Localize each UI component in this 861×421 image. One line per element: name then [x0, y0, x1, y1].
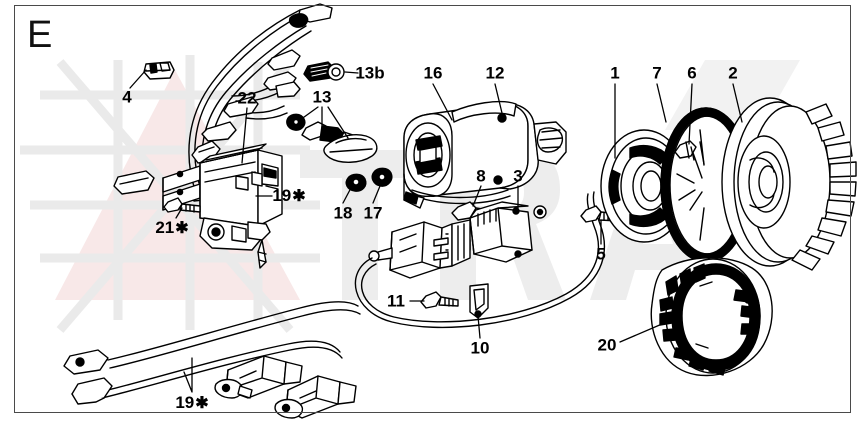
callout-label-6[interactable]: 6 [687, 63, 697, 83]
callout-label-16[interactable]: 16 [423, 63, 443, 83]
callout-label-18[interactable]: 18 [333, 203, 353, 223]
leader-18 [342, 185, 353, 204]
part-cable-clip [143, 61, 175, 80]
part-nut-17 [371, 167, 393, 187]
callout-label-10[interactable]: 10 [470, 338, 490, 358]
callout-label-1[interactable]: 1 [610, 63, 620, 83]
callout-label-3[interactable]: 3 [513, 166, 523, 186]
leader-12 [494, 83, 503, 114]
callout-label-19[interactable]: 19✱ [272, 186, 306, 205]
part-fan-cowling [650, 257, 773, 377]
section-letter: E [27, 14, 53, 56]
leader-20 [619, 323, 663, 343]
callout-label-13[interactable]: 13 [312, 87, 332, 107]
part-loose-terminal [113, 170, 155, 195]
leader-13b [344, 71, 359, 74]
callout-label-8[interactable]: 8 [476, 166, 486, 186]
callout-label-5[interactable]: 5 [596, 244, 606, 264]
part-battery-cable-set [63, 301, 361, 419]
part-terminals-13 [286, 113, 378, 163]
callout-label-22[interactable]: 22 [237, 88, 257, 108]
leader-17 [372, 185, 381, 204]
callout-label-19-lower[interactable]: 19✱ [175, 393, 209, 412]
callout-label-4[interactable]: 4 [122, 87, 132, 107]
part-flywheel-bolt-6 [674, 140, 705, 165]
part-mounting-screw-21 [163, 197, 201, 213]
leader-7 [656, 83, 667, 123]
leader-13 [299, 106, 349, 139]
callout-label-21[interactable]: 21✱ [155, 218, 189, 237]
leader-6 [688, 83, 693, 145]
leader-2 [732, 83, 743, 123]
part-starter-motor [403, 100, 567, 209]
asterisk-marker: ✱ [175, 220, 189, 237]
callout-label-12[interactable]: 12 [485, 63, 505, 83]
leader-21 [175, 207, 183, 219]
callout-label-20[interactable]: 20 [597, 335, 617, 355]
leader-22 [241, 107, 248, 164]
callout-label-2[interactable]: 2 [728, 63, 738, 83]
part-coil-block [368, 219, 471, 279]
asterisk-marker: ✱ [292, 188, 306, 205]
callout-label-13b[interactable]: 13b [355, 63, 385, 83]
leader-4 [129, 69, 147, 89]
part-flywheel-fan [721, 97, 857, 271]
callout-label-11[interactable]: 11 [387, 291, 405, 311]
leader-16 [432, 83, 453, 121]
part-ignition-cable [354, 191, 606, 329]
callout-label-17[interactable]: 17 [363, 203, 383, 223]
part-connector-13b [303, 61, 345, 82]
part-relay-box [162, 143, 283, 269]
callout-leaders [129, 69, 743, 393]
leader-8 [472, 185, 482, 207]
asterisk-marker: ✱ [195, 395, 209, 412]
part-cable-clamp-10 [469, 283, 489, 319]
part-cable-screw-11 [420, 291, 459, 309]
leader-19b [183, 357, 193, 393]
callout-label-7[interactable]: 7 [652, 63, 662, 83]
part-lock-washer-18 [345, 173, 367, 192]
leader-10 [477, 315, 481, 339]
